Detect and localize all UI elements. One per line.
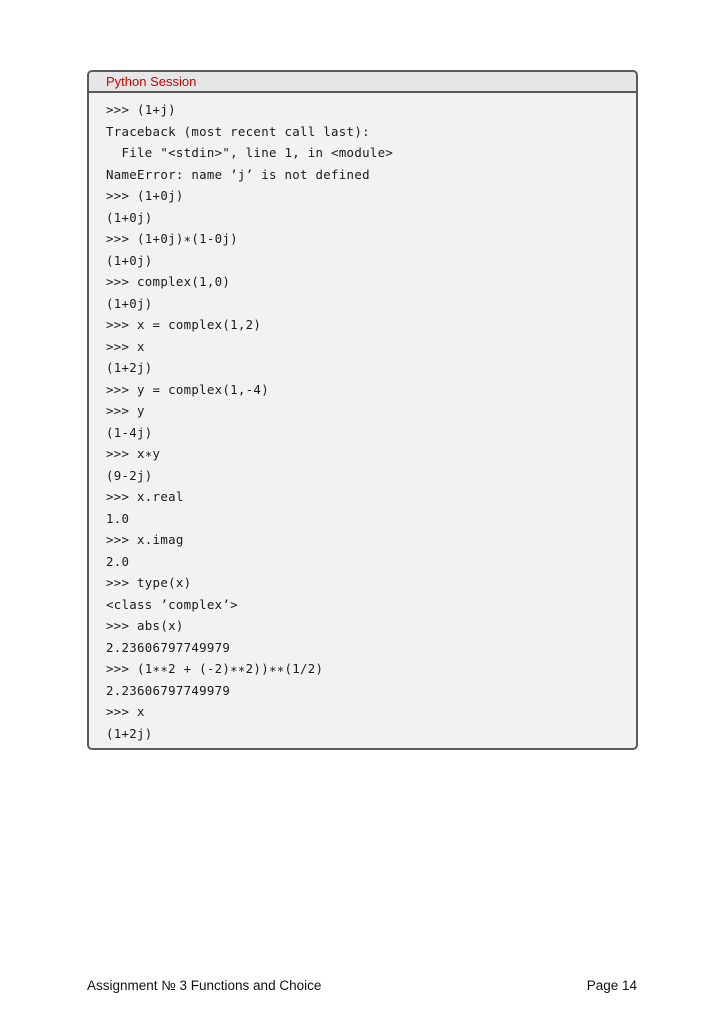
- code-line: >>> (1+0j): [106, 188, 184, 203]
- code-line: File "<stdin>", line 1, in <module>: [106, 145, 394, 160]
- code-line: Traceback (most recent call last):: [106, 123, 370, 139]
- code-line: >>> x: [106, 704, 145, 719]
- session-title: Python Session: [89, 72, 636, 93]
- code-line: >>> x: [106, 338, 145, 354]
- code-line: >>> x∗y: [106, 446, 161, 461]
- code-line: 2.0: [106, 553, 130, 569]
- code-line: (1+0j): [106, 209, 153, 225]
- python-session-box: Python Session >>> (1+j) Traceback (most …: [87, 70, 638, 750]
- code-line: >>> (1+0j)∗(1-0j): [106, 231, 238, 246]
- code-block: >>> (1+j) Traceback (most recent call las…: [89, 93, 636, 744]
- code-line: 1.0: [106, 510, 130, 526]
- code-line: >>> abs(x): [106, 618, 184, 633]
- code-line: (1-4j): [106, 424, 153, 440]
- code-line: >>> x = complex(1,2): [106, 317, 262, 332]
- code-line: <class ’complex’>: [106, 596, 238, 612]
- code-line: NameError: name ’j’ is not defined: [106, 166, 370, 182]
- code-line: >>> type(x): [106, 575, 192, 590]
- code-line: >>> x.real: [106, 489, 184, 504]
- code-line: >>> x.imag: [106, 532, 184, 547]
- code-line: >>> y = complex(1,-4): [106, 381, 269, 397]
- code-line: (1+2j): [106, 360, 153, 375]
- code-line: 2.23606797749979: [106, 639, 231, 655]
- code-line: >>> (1∗∗2 + (-2)∗∗2))∗∗(1/2): [106, 661, 324, 676]
- page-number: Page 14: [586, 978, 637, 993]
- code-line: (1+2j): [106, 725, 153, 741]
- code-line: (1+0j): [106, 252, 153, 268]
- code-line: (1+0j): [106, 295, 153, 311]
- code-line: >>> complex(1,0): [106, 274, 231, 289]
- code-line: >>> y: [106, 403, 145, 418]
- code-line: (9-2j): [106, 467, 153, 483]
- code-line: >>> (1+j): [106, 102, 176, 117]
- code-line: 2.23606797749979: [106, 682, 231, 698]
- footer-title: Assignment № 3 Functions and Choice: [87, 978, 322, 993]
